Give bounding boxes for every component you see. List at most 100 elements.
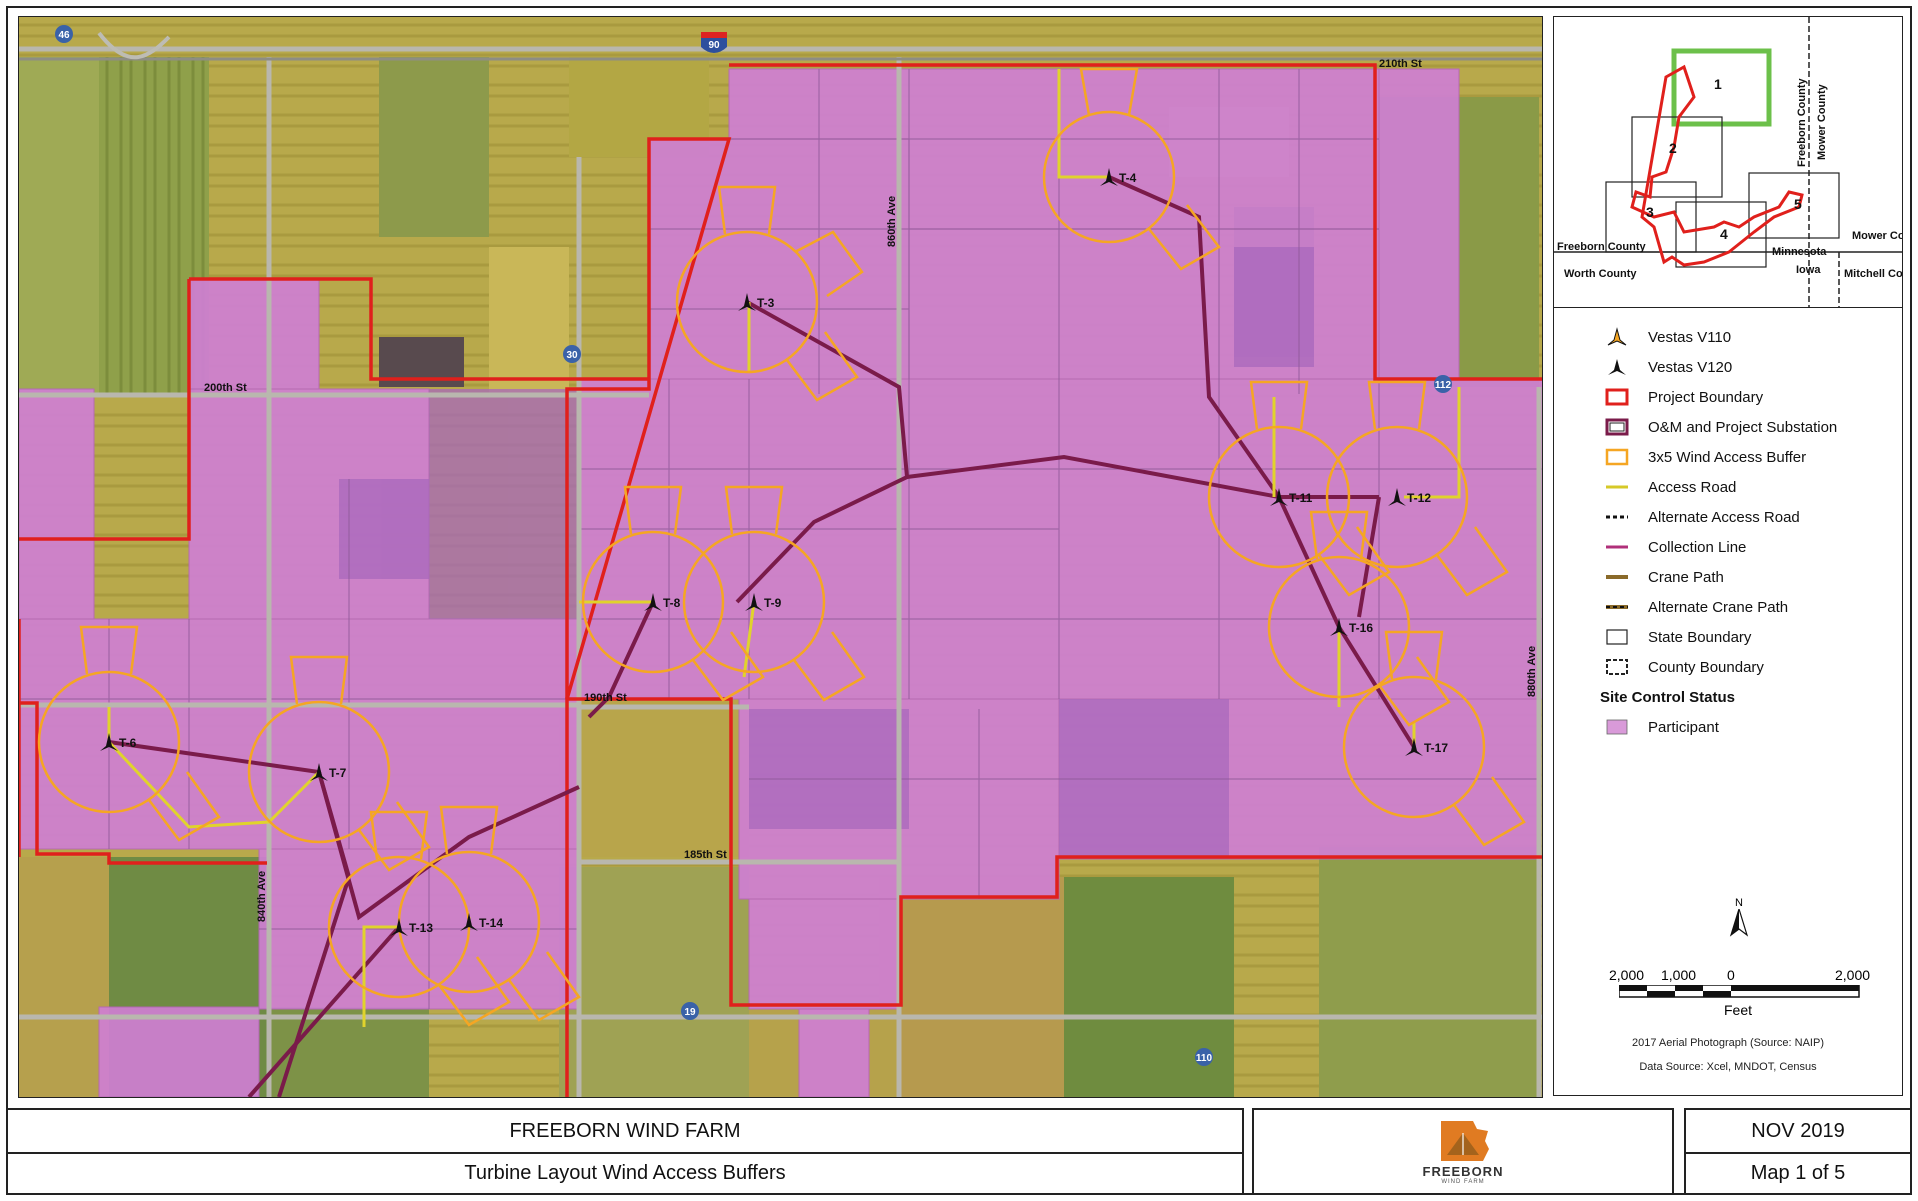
legend: Vestas V110 Vestas V120 Project Boundary…: [1600, 322, 1894, 742]
inset-label-worth: Worth County: [1564, 268, 1637, 280]
inset-map-2: 2: [1669, 140, 1677, 156]
svg-text:T-9: T-9: [764, 596, 782, 610]
svg-text:T-3: T-3: [757, 296, 775, 310]
road-label-185th: 185th St: [684, 849, 727, 861]
inset-label-mower: Mower County: [1852, 230, 1902, 242]
logo-box: FREEBORN WIND FARM: [1252, 1108, 1674, 1195]
turbine-t13[interactable]: T-13: [390, 918, 433, 936]
locator-inset: 1 2 3 4 5 Freeborn County Mower County F…: [1554, 17, 1918, 308]
logo-text: FREEBORN: [1422, 1163, 1504, 1179]
legend-item-v110: Vestas V110: [1604, 322, 1894, 352]
legend-item-alt-access: Alternate Access Road: [1604, 502, 1894, 532]
road-label-860th: 860th Ave: [886, 196, 898, 247]
road-label-840th: 840th Ave: [256, 871, 268, 922]
road-label-880th: 880th Ave: [1526, 646, 1538, 697]
turbine-t8[interactable]: T-8: [644, 593, 681, 611]
route-shield-110: 110: [1195, 1048, 1213, 1066]
freeborn-logo-icon: [1441, 1120, 1489, 1161]
wind-buffer-swatch: [1604, 447, 1630, 467]
turbine-v120-icon: [1604, 357, 1630, 377]
collection-line: [1604, 537, 1630, 557]
svg-text:112: 112: [1435, 380, 1452, 391]
svg-text:46: 46: [58, 30, 70, 41]
participant-swatch: [1604, 717, 1630, 737]
svg-text:T-13: T-13: [409, 921, 433, 935]
credit-photo: 2017 Aerial Photograph (Source: NAIP): [1631, 1037, 1824, 1049]
inset-label-iowa: Iowa: [1796, 264, 1821, 276]
road-label-210th: 210th St: [1379, 58, 1422, 70]
inset-map-1: 1: [1714, 76, 1722, 92]
legend-item-state: State Boundary: [1604, 622, 1894, 652]
legend-item-county: County Boundary: [1604, 652, 1894, 682]
inset-label-freeborn: Freeborn County: [1557, 241, 1646, 253]
crane-path-line: [1604, 567, 1630, 587]
alt-crane-path-line: [1604, 597, 1630, 617]
inset-label-minnesota: Minnesota: [1772, 246, 1827, 258]
legend-item-substation: O&M and Project Substation: [1604, 412, 1894, 442]
title-map-number: Map 1 of 5: [1684, 1152, 1912, 1195]
svg-text:T-11: T-11: [1289, 491, 1313, 505]
svg-text:90: 90: [708, 40, 720, 51]
main-map[interactable]: 210th St 200th St 190th St 185th St 860t…: [18, 16, 1543, 1098]
turbine-t11[interactable]: T-11: [1270, 488, 1313, 506]
turbine-v110-icon: [1604, 327, 1630, 347]
turbine-t17[interactable]: T-17: [1405, 738, 1448, 756]
svg-text:19: 19: [684, 1007, 696, 1018]
scale-bar: 2,000 1,000 0 2,000 Feet: [1609, 967, 1889, 1018]
road-label-190th: 190th St: [584, 692, 627, 704]
substation-swatch: [1604, 417, 1630, 437]
inset-label-mitchell: Mitchell County: [1844, 268, 1902, 280]
state-boundary-swatch: [1604, 627, 1630, 647]
alt-access-road-line: [1604, 507, 1630, 527]
scale-bar-graphic: [1618, 984, 1860, 998]
turbine-t7[interactable]: T-7: [310, 763, 347, 781]
access-road-line: [1604, 477, 1630, 497]
title-project: FREEBORN WIND FARM: [6, 1108, 1244, 1154]
svg-text:T-6: T-6: [119, 736, 137, 750]
north-arrow-icon: [1729, 906, 1749, 937]
county-boundary-swatch: [1604, 657, 1630, 677]
turbine-t4[interactable]: T-4: [1100, 168, 1137, 186]
svg-text:T-14: T-14: [479, 916, 503, 930]
credit-data: Data Source: Xcel, MNDOT, Census: [1639, 1061, 1817, 1073]
road-label-200th: 200th St: [204, 382, 247, 394]
logo-subtext: WIND FARM: [1441, 1178, 1485, 1185]
turbine-t9[interactable]: T-9: [745, 593, 782, 611]
inset-map-3: 3: [1646, 204, 1654, 220]
legend-item-boundary: Project Boundary: [1604, 382, 1894, 412]
title-date: NOV 2019: [1684, 1108, 1912, 1154]
svg-text:T-17: T-17: [1424, 741, 1448, 755]
turbine-t6[interactable]: T-6: [100, 733, 137, 751]
svg-text:110: 110: [1196, 1053, 1213, 1064]
legend-item-collection: Collection Line: [1604, 532, 1894, 562]
svg-text:T-7: T-7: [329, 766, 347, 780]
route-shield-90: 90: [701, 32, 727, 53]
route-shield-112: 112: [1434, 375, 1452, 393]
legend-item-v120: Vestas V120: [1604, 352, 1894, 382]
legend-section-title: Site Control Status: [1600, 688, 1736, 706]
turbine-t14[interactable]: T-14: [460, 913, 503, 931]
svg-text:T-16: T-16: [1349, 621, 1373, 635]
turbine-t3[interactable]: T-3: [738, 293, 775, 311]
legend-item-alt-crane: Alternate Crane Path: [1604, 592, 1894, 622]
side-panel: 1 2 3 4 5 Freeborn County Mower County F…: [1553, 16, 1918, 1096]
route-shield-19: 19: [681, 1002, 699, 1020]
project-boundary-swatch: [1604, 387, 1630, 407]
legend-item-crane: Crane Path: [1604, 562, 1894, 592]
inset-map-5: 5: [1794, 196, 1802, 212]
svg-text:T-4: T-4: [1119, 171, 1137, 185]
inset-label-freeborn-vert: Freeborn County: [1796, 78, 1808, 167]
svg-text:30: 30: [566, 350, 578, 361]
inset-map-4: 4: [1720, 226, 1728, 242]
turbine-t16[interactable]: T-16: [1330, 618, 1373, 636]
north-arrow: N: [1724, 897, 1754, 942]
inset-label-mower-vert: Mower County: [1816, 83, 1828, 160]
svg-text:T-12: T-12: [1407, 491, 1431, 505]
turbine-t12[interactable]: T-12: [1388, 488, 1431, 506]
route-shield-46: 46: [55, 25, 73, 43]
svg-text:T-8: T-8: [663, 596, 681, 610]
legend-item-participant: Participant: [1604, 712, 1894, 742]
legend-item-buffer: 3x5 Wind Access Buffer: [1604, 442, 1894, 472]
legend-item-access-road: Access Road: [1604, 472, 1894, 502]
title-subtitle: Turbine Layout Wind Access Buffers: [6, 1152, 1244, 1195]
